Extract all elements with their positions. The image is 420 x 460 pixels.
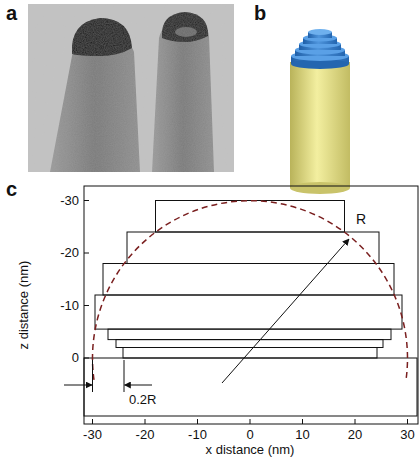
plot-frame bbox=[84, 186, 418, 424]
fit-circle bbox=[93, 201, 408, 380]
tick-label: -20 bbox=[136, 428, 155, 442]
tick-label: 10 bbox=[295, 428, 309, 442]
dimension-label: R bbox=[356, 212, 366, 227]
panel-label: a bbox=[6, 2, 17, 24]
tick-label: -20 bbox=[60, 246, 79, 260]
tick-label: 0 bbox=[246, 428, 253, 442]
axis-title: x distance (nm) bbox=[206, 443, 295, 457]
panel-label: b bbox=[254, 2, 266, 24]
radius-arrow bbox=[222, 239, 349, 383]
tem-image bbox=[28, 4, 234, 172]
layer-box bbox=[156, 201, 345, 233]
tick-label: 30 bbox=[400, 428, 414, 442]
layer-box bbox=[116, 340, 383, 348]
axis-ticks bbox=[93, 419, 408, 424]
axis-title: z distance (nm) bbox=[17, 261, 31, 350]
rod-model bbox=[290, 29, 350, 194]
panel-label: c bbox=[6, 178, 17, 200]
plot bbox=[64, 186, 418, 424]
layer-box bbox=[95, 295, 402, 329]
tick-label: -10 bbox=[60, 298, 79, 312]
tick-label: 20 bbox=[348, 428, 362, 442]
axis-ticks bbox=[84, 201, 89, 359]
dimension-line bbox=[93, 360, 125, 392]
tick-label: -10 bbox=[188, 428, 207, 442]
layer-box bbox=[108, 329, 391, 340]
layer-box bbox=[123, 348, 377, 359]
dimension-label: 0.2R bbox=[129, 393, 156, 407]
layer-box bbox=[103, 264, 394, 296]
tick-label: 0 bbox=[72, 351, 79, 365]
tick-label: -30 bbox=[60, 193, 79, 207]
dimension-arrow bbox=[125, 385, 153, 386]
tick-label: -30 bbox=[83, 428, 102, 442]
layer-box bbox=[84, 358, 417, 416]
dimension-arrow bbox=[64, 385, 92, 386]
